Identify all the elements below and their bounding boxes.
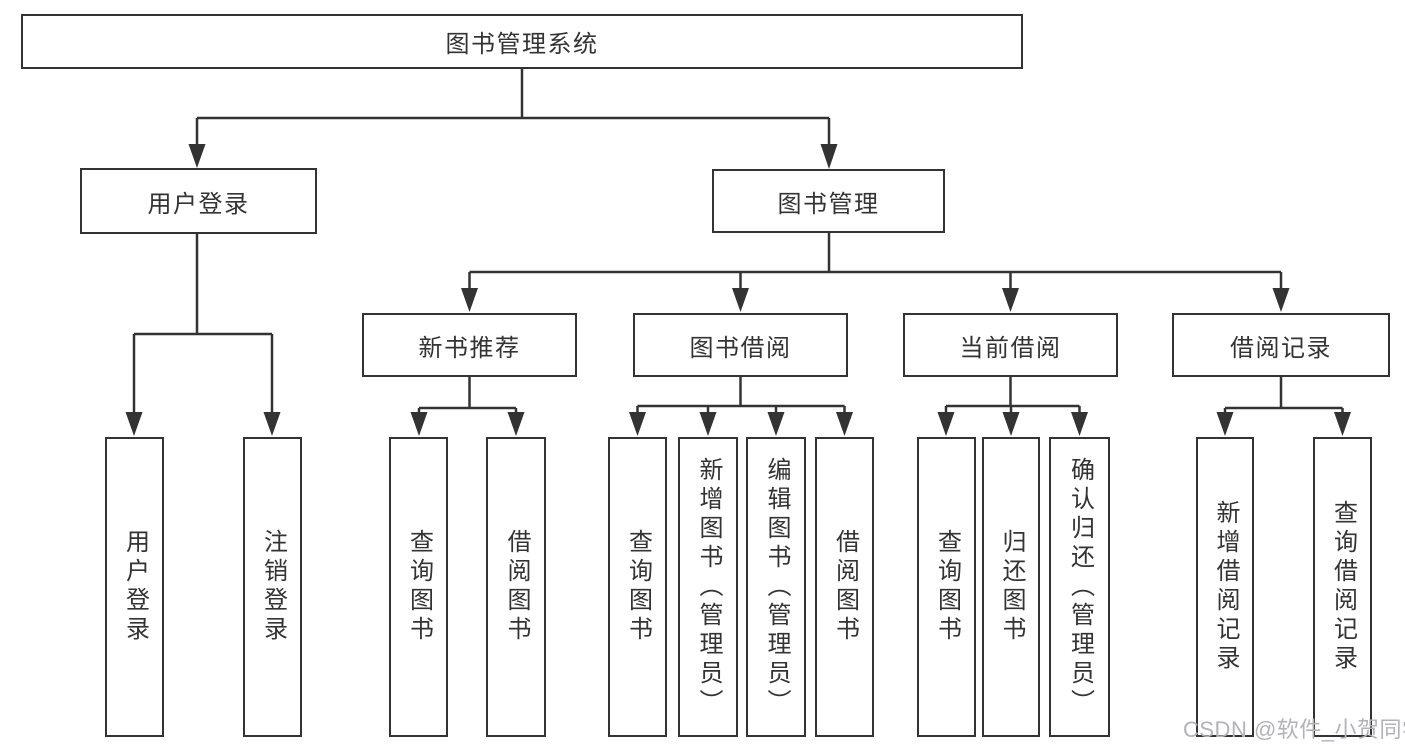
node-leaf-logout: 注销登录 <box>243 437 302 737</box>
node-current-borrowing: 当前借阅 <box>903 313 1118 377</box>
node-leaf-add-books-admin: 新增图书（管理员） <box>678 437 738 737</box>
node-label: 新增借阅记录 <box>1212 500 1239 674</box>
node-leaf-borrow-books: 借阅图书 <box>815 437 874 737</box>
node-book-management: 图书管理 <box>712 169 945 233</box>
node-label: 新增图书（管理员） <box>695 456 722 718</box>
node-leaf-user-login: 用户登录 <box>105 437 164 737</box>
arrowheads <box>125 144 1351 436</box>
node-leaf-query-books-borrowing: 查询图书 <box>608 437 667 737</box>
node-label: 当前借阅 <box>959 334 1062 362</box>
node-leaf-query-borrow-record: 查询借阅记录 <box>1313 437 1372 737</box>
node-label: 图书管理 <box>777 190 880 218</box>
node-leaf-confirm-return-admin: 确认归还（管理员） <box>1049 437 1110 737</box>
node-label: 注销登录 <box>259 529 287 645</box>
node-label: 归还图书 <box>998 529 1025 645</box>
node-label: 查询图书 <box>624 529 652 645</box>
node-new-book-recommend: 新书推荐 <box>362 313 577 377</box>
node-label: 借阅图书 <box>503 529 530 645</box>
node-label: 新书推荐 <box>418 334 521 362</box>
csdn-watermark: CSDN @软件_小贺同学 <box>1183 717 1405 742</box>
node-label: 图书管理系统 <box>445 31 599 58</box>
node-leaf-edit-books-admin: 编辑图书（管理员） <box>746 437 806 737</box>
node-leaf-borrow-books-recommend: 借阅图书 <box>486 437 546 737</box>
node-root-library-management-system: 图书管理系统 <box>21 14 1023 69</box>
node-leaf-query-books-current: 查询图书 <box>917 437 976 737</box>
node-label: 用户登录 <box>121 529 149 645</box>
node-label: 确认归还（管理员） <box>1066 456 1094 718</box>
node-user-login: 用户登录 <box>80 168 317 234</box>
node-leaf-add-borrow-record: 新增借阅记录 <box>1196 437 1254 737</box>
node-label: 借阅记录 <box>1230 334 1332 362</box>
node-label: 用户登录 <box>147 190 250 218</box>
node-label: 借阅图书 <box>831 529 859 645</box>
node-label: 查询图书 <box>405 529 433 645</box>
node-leaf-query-books-recommend: 查询图书 <box>389 437 448 737</box>
node-leaf-return-books: 归还图书 <box>982 437 1040 737</box>
node-label: 图书借阅 <box>689 334 792 362</box>
node-label: 查询图书 <box>933 529 961 645</box>
node-label: 查询借阅记录 <box>1329 500 1357 674</box>
node-label: 编辑图书（管理员） <box>763 456 790 718</box>
node-book-borrowing: 图书借阅 <box>633 313 848 377</box>
node-borrowing-records: 借阅记录 <box>1172 313 1390 377</box>
